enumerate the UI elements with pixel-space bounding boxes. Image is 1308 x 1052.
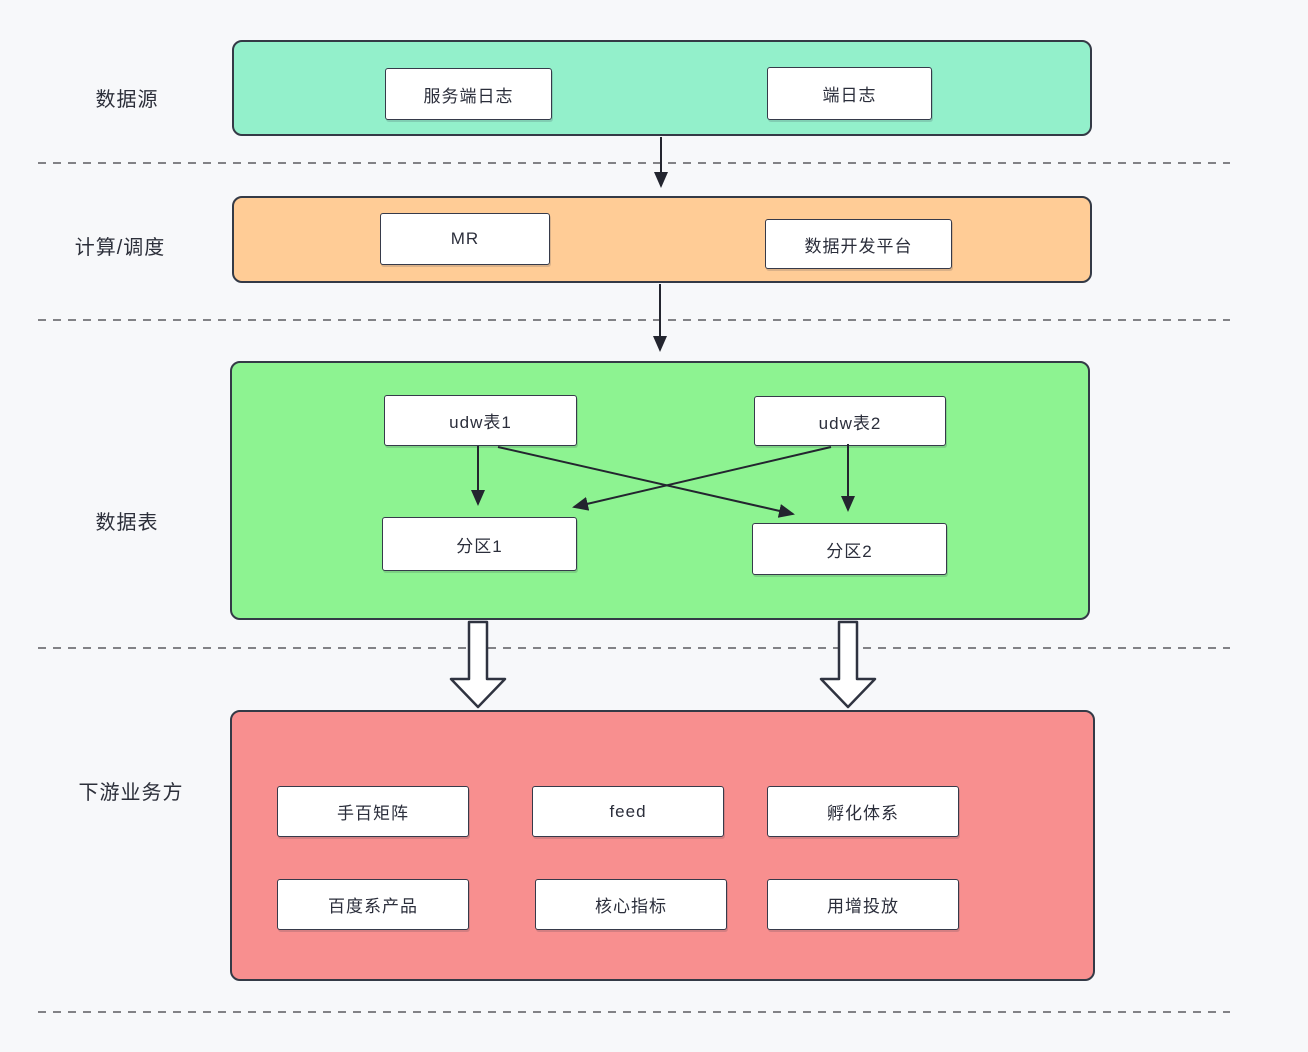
band-tables: udw表1 udw表2 分区1 分区2 bbox=[230, 361, 1090, 620]
node-baidu-products: 百度系产品 bbox=[277, 879, 469, 930]
node-udw-table-2: udw表2 bbox=[754, 396, 946, 446]
hollow-arrow-tables-to-downstream-right bbox=[819, 620, 877, 709]
separator-line-3 bbox=[38, 647, 1230, 649]
node-core-metrics: 核心指标 bbox=[535, 879, 727, 930]
node-partition-1: 分区1 bbox=[382, 517, 577, 571]
hollow-arrow-tables-to-downstream-left bbox=[449, 620, 507, 709]
node-dev-platform: 数据开发平台 bbox=[765, 219, 952, 269]
separator-line-1 bbox=[38, 162, 1230, 164]
node-feed: feed bbox=[532, 786, 724, 837]
node-mr: MR bbox=[380, 213, 550, 265]
lane-label-downstream: 下游业务方 bbox=[78, 782, 184, 804]
separator-line-4 bbox=[38, 1011, 1230, 1013]
separator-line-2 bbox=[38, 319, 1230, 321]
band-datasource: 服务端日志 端日志 bbox=[232, 40, 1092, 136]
node-partition-2: 分区2 bbox=[752, 523, 947, 575]
node-client-log: 端日志 bbox=[767, 67, 932, 120]
node-server-log: 服务端日志 bbox=[385, 68, 552, 120]
band-downstream: 手百矩阵 feed 孵化体系 百度系产品 核心指标 用增投放 bbox=[230, 710, 1095, 981]
node-growth-delivery: 用增投放 bbox=[767, 879, 959, 930]
lane-label-tables: 数据表 bbox=[95, 512, 159, 534]
lane-label-datasource: 数据源 bbox=[95, 89, 159, 111]
node-shoubai-matrix: 手百矩阵 bbox=[277, 786, 469, 837]
band-compute: MR 数据开发平台 bbox=[232, 196, 1092, 283]
node-incubation-system: 孵化体系 bbox=[767, 786, 959, 837]
node-udw-table-1: udw表1 bbox=[384, 395, 577, 446]
lane-label-compute: 计算/调度 bbox=[74, 237, 166, 259]
